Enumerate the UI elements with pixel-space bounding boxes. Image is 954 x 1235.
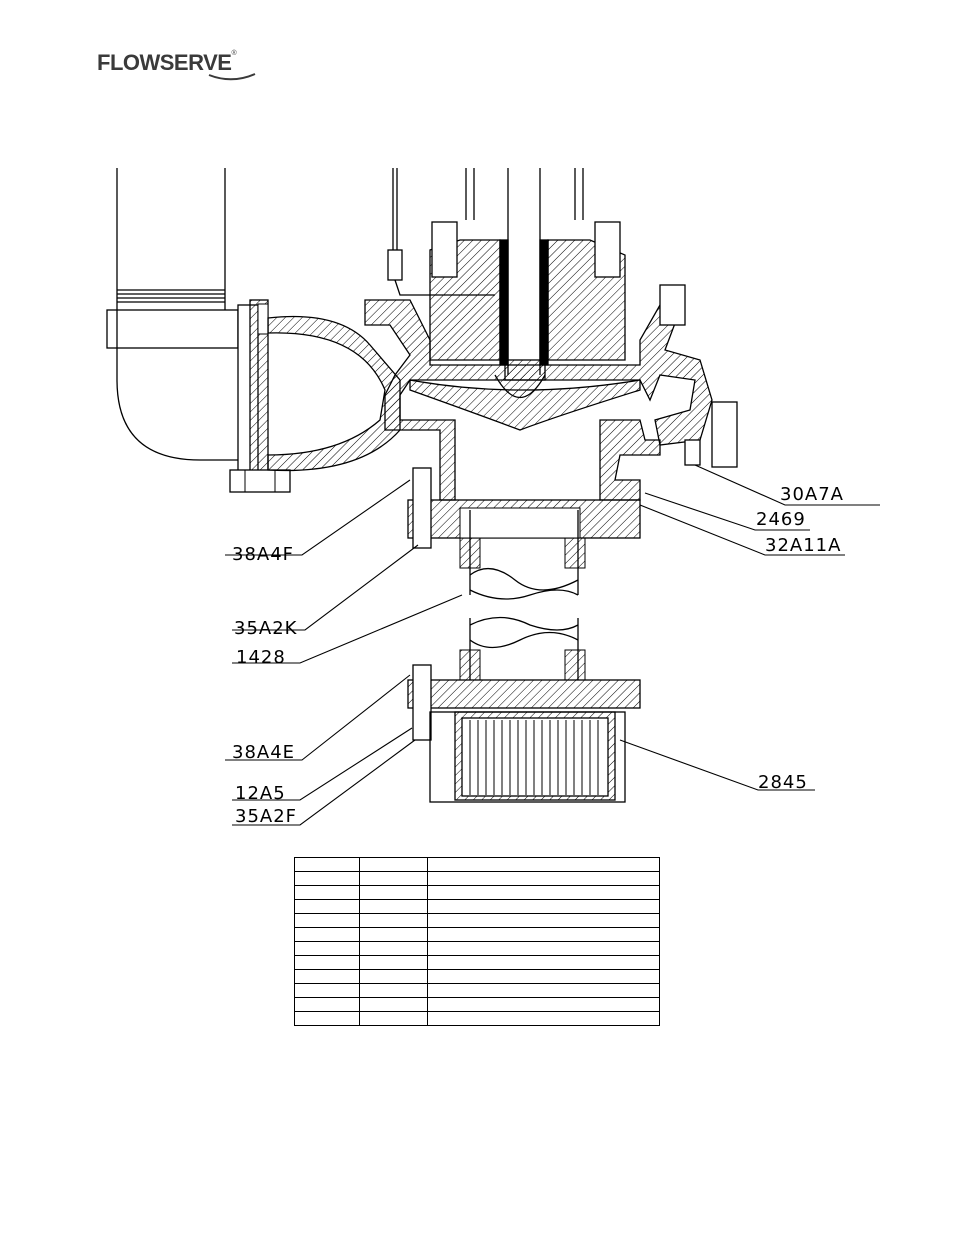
callout-30a7a: 30A7A bbox=[780, 484, 844, 505]
logo-swoosh-icon bbox=[208, 73, 256, 81]
table-cell bbox=[427, 1011, 660, 1026]
table-cell bbox=[294, 913, 360, 928]
table-cell bbox=[359, 1011, 428, 1026]
top-bolts bbox=[431, 221, 738, 468]
table-cell bbox=[359, 997, 428, 1012]
table-row bbox=[294, 941, 660, 956]
table-row bbox=[294, 871, 660, 886]
table-cell bbox=[294, 955, 360, 970]
table-cell bbox=[359, 871, 428, 886]
table-cell bbox=[427, 857, 660, 872]
callout-35a2k: 35A2K bbox=[234, 618, 298, 639]
table-cell bbox=[427, 927, 660, 942]
strainer bbox=[429, 711, 626, 803]
table-cell bbox=[359, 969, 428, 984]
callout-32a11a: 32A11A bbox=[765, 535, 841, 556]
table-cell bbox=[294, 997, 360, 1012]
table-cell bbox=[427, 899, 660, 914]
table-cell bbox=[294, 871, 360, 886]
table-row bbox=[294, 983, 660, 998]
table-cell bbox=[427, 969, 660, 984]
table-cell bbox=[359, 955, 428, 970]
logo-registered-mark: ® bbox=[231, 50, 237, 57]
table-cell bbox=[427, 913, 660, 928]
gauge-tube bbox=[387, 168, 495, 296]
table-row bbox=[294, 857, 660, 872]
callout-38a4e: 38A4E bbox=[232, 742, 295, 763]
table-cell bbox=[294, 969, 360, 984]
suction-flange-upper bbox=[407, 467, 641, 569]
callout-2845: 2845 bbox=[758, 772, 808, 793]
volute-nozzle bbox=[267, 315, 401, 472]
callout-35a2f: 35A2F bbox=[235, 806, 297, 827]
table-cell bbox=[359, 927, 428, 942]
callout-12a5: 12A5 bbox=[235, 783, 286, 804]
table-cell bbox=[294, 941, 360, 956]
table-cell bbox=[427, 997, 660, 1012]
table-row bbox=[294, 1011, 660, 1026]
table-cell bbox=[294, 983, 360, 998]
table-cell bbox=[359, 983, 428, 998]
leader-lines bbox=[225, 464, 880, 826]
discharge-elbow bbox=[106, 168, 240, 461]
table-cell bbox=[359, 885, 428, 900]
callout-1428: 1428 bbox=[236, 647, 286, 668]
table-cell bbox=[294, 885, 360, 900]
table-row bbox=[294, 955, 660, 970]
table-cell bbox=[294, 1011, 360, 1026]
callout-38a4f: 38A4F bbox=[232, 544, 294, 565]
table-cell bbox=[359, 857, 428, 872]
table-row bbox=[294, 899, 660, 914]
table-cell bbox=[427, 983, 660, 998]
table-cell bbox=[294, 927, 360, 942]
parts-table bbox=[294, 857, 660, 1026]
table-row bbox=[294, 885, 660, 900]
table-cell bbox=[427, 941, 660, 956]
table-cell bbox=[359, 899, 428, 914]
table-cell bbox=[294, 899, 360, 914]
discharge-flange bbox=[229, 299, 291, 493]
table-cell bbox=[359, 913, 428, 928]
suction-flange-lower bbox=[407, 649, 641, 741]
table-row bbox=[294, 969, 660, 984]
table-cell bbox=[359, 941, 428, 956]
company-logo: FLOWSERVE® bbox=[97, 50, 256, 81]
table-row bbox=[294, 913, 660, 928]
callout-2469: 2469 bbox=[756, 509, 806, 530]
logo-text: FLOWSERVE bbox=[97, 50, 232, 75]
suction-pipe bbox=[469, 510, 579, 680]
table-cell bbox=[427, 955, 660, 970]
table-row bbox=[294, 927, 660, 942]
table-row bbox=[294, 997, 660, 1012]
table-cell bbox=[427, 885, 660, 900]
table-cell bbox=[427, 871, 660, 886]
table-cell bbox=[294, 857, 360, 872]
